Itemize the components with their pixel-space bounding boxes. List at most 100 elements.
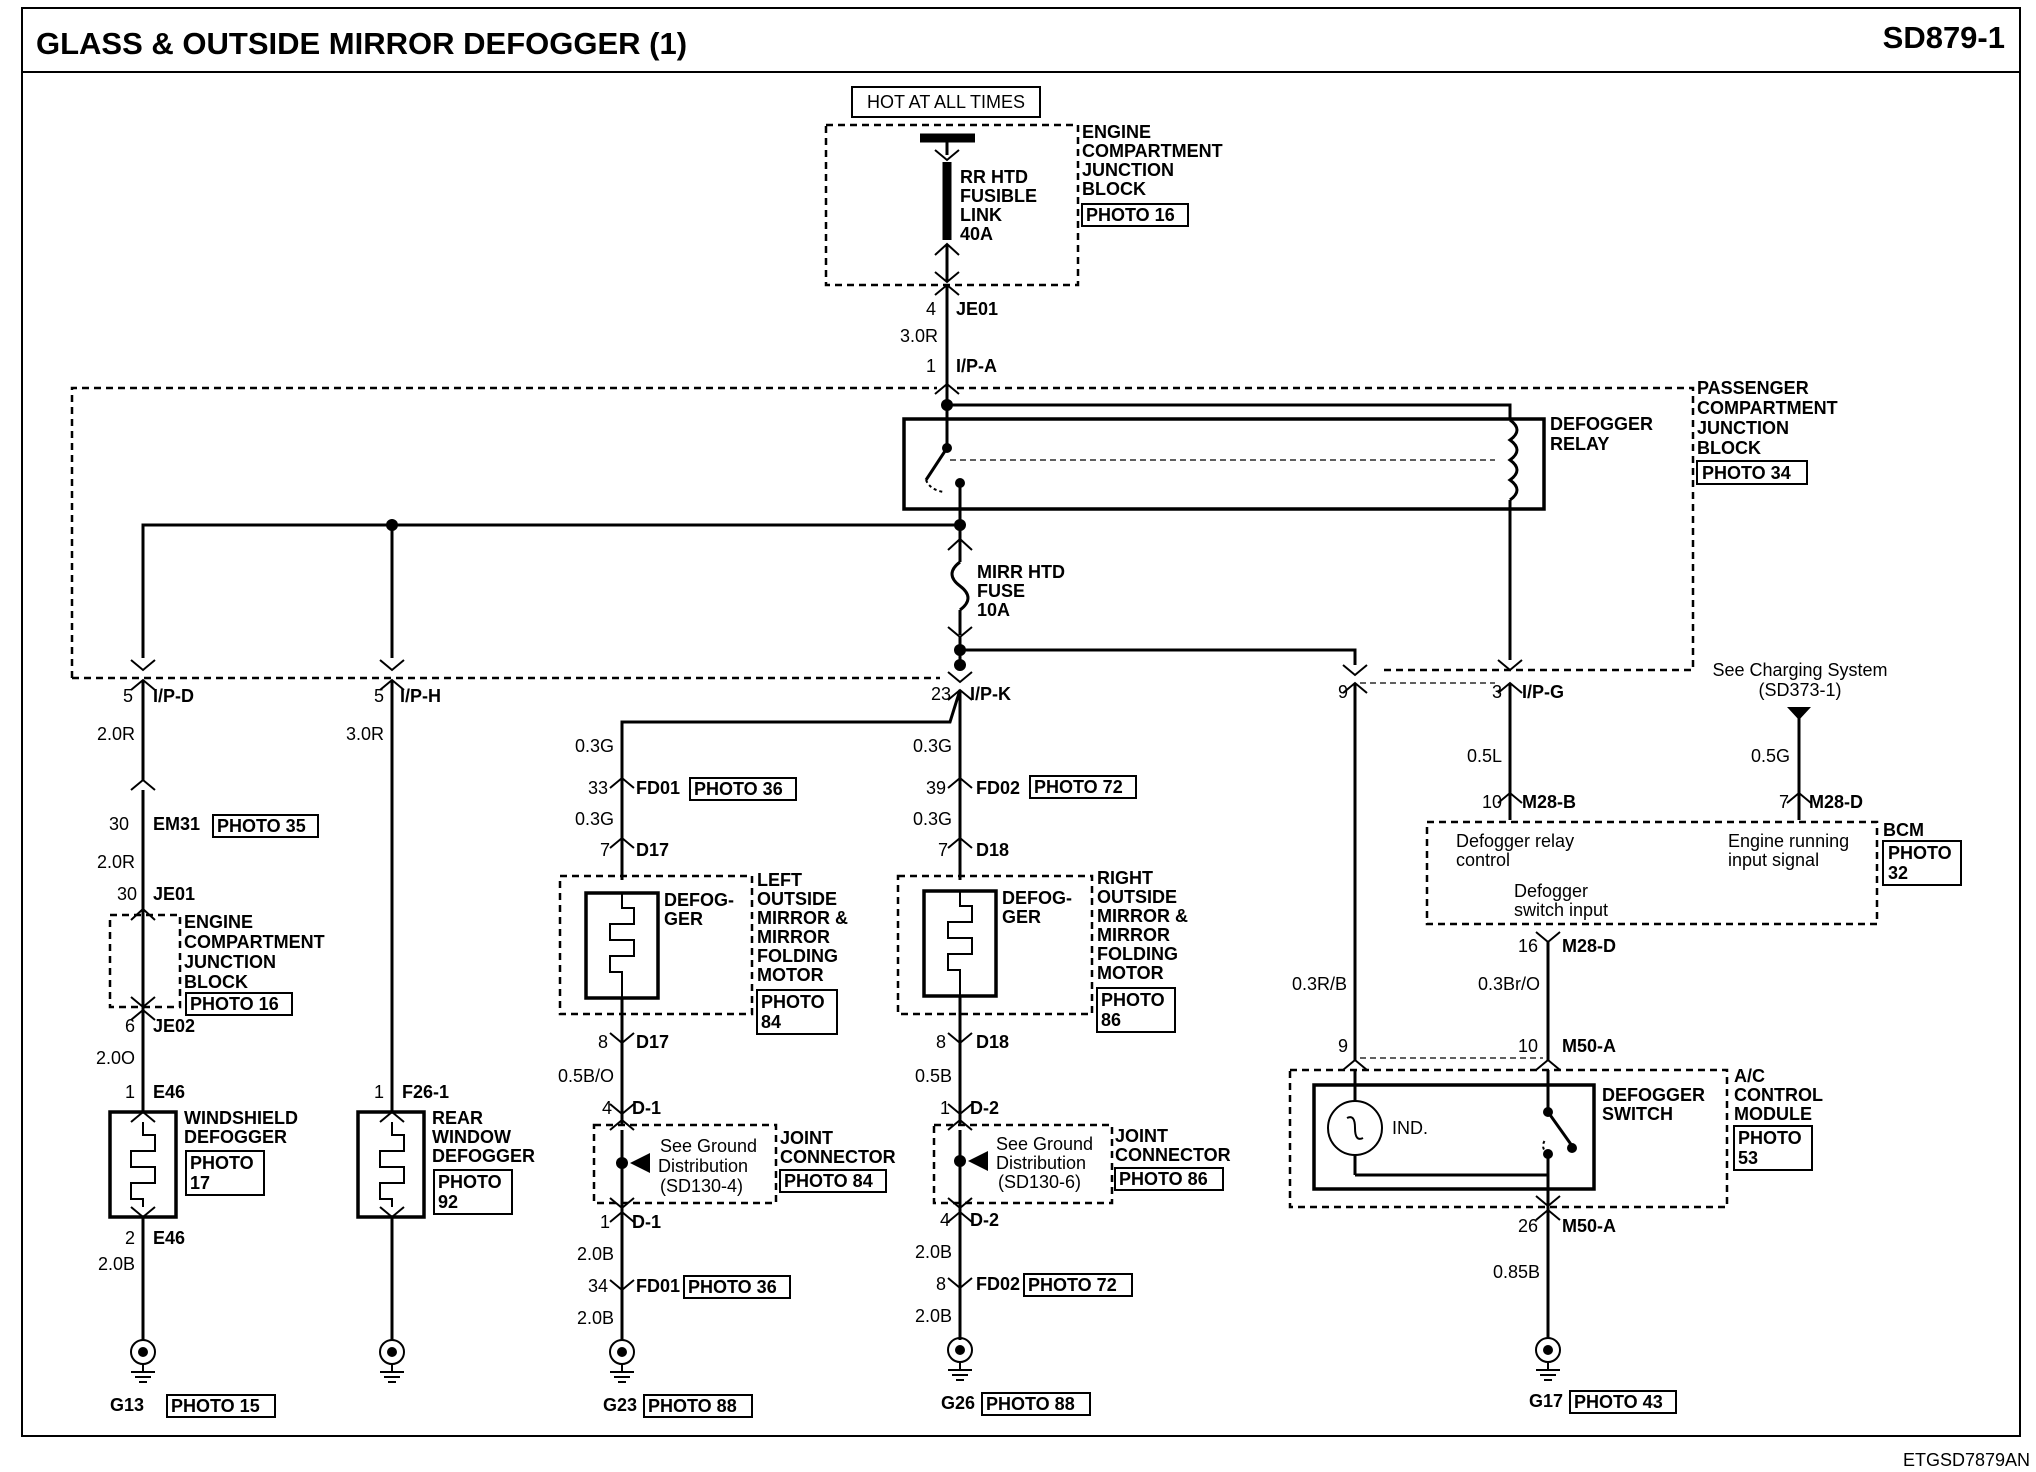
svg-text:COMPARTMENT: COMPARTMENT: [184, 932, 325, 952]
svg-text:Engine running: Engine running: [1728, 831, 1849, 851]
svg-text:5: 5: [374, 686, 384, 706]
svg-text:0.5B: 0.5B: [915, 1066, 952, 1086]
svg-text:4: 4: [926, 299, 936, 319]
svg-text:1: 1: [374, 1082, 384, 1102]
svg-text:PHOTO: PHOTO: [1738, 1128, 1802, 1148]
svg-text:MODULE: MODULE: [1734, 1104, 1812, 1124]
svg-text:D-2: D-2: [970, 1210, 999, 1230]
rear-window-defogger-branch: 5 I/P-H 3.0R 1 F26-1 REAR WINDOW DEFOGGE…: [346, 659, 535, 1383]
svg-text:JUNCTION: JUNCTION: [184, 952, 276, 972]
svg-text:2.0B: 2.0B: [98, 1254, 135, 1274]
svg-text:2.0O: 2.0O: [96, 1048, 135, 1068]
mirr-htd-fuse: [950, 560, 970, 612]
svg-text:E46: E46: [153, 1082, 185, 1102]
svg-text:10: 10: [1482, 792, 1502, 812]
svg-text:FD01: FD01: [636, 1276, 680, 1296]
svg-text:PHOTO 88: PHOTO 88: [648, 1396, 737, 1416]
svg-text:53: 53: [1738, 1148, 1758, 1168]
svg-text:M28-D: M28-D: [1809, 792, 1863, 812]
svg-text:I/P-A: I/P-A: [956, 356, 997, 376]
svg-text:10: 10: [1518, 1036, 1538, 1056]
svg-text:DEFOG-: DEFOG-: [664, 890, 734, 910]
svg-text:BCM: BCM: [1883, 820, 1924, 840]
svg-text:3.0R: 3.0R: [900, 326, 938, 346]
left-joint-box: [592, 1123, 778, 1205]
svg-text:FOLDING: FOLDING: [1097, 944, 1178, 964]
svg-text:(SD130-4): (SD130-4): [660, 1176, 743, 1196]
svg-text:1: 1: [600, 1212, 610, 1232]
svg-text:MOTOR: MOTOR: [757, 965, 824, 985]
windshield-feed: [141, 523, 960, 658]
svg-text:PHOTO 43: PHOTO 43: [1574, 1392, 1663, 1412]
svg-text:Defogger: Defogger: [1514, 881, 1588, 901]
svg-text:REAR: REAR: [432, 1108, 483, 1128]
svg-text:4: 4: [602, 1098, 612, 1118]
svg-text:DEFOGGER: DEFOGGER: [184, 1127, 287, 1147]
svg-text:MIRROR &: MIRROR &: [1097, 906, 1188, 926]
svg-text:I/P-K: I/P-K: [970, 684, 1011, 704]
svg-text:32: 32: [1888, 863, 1908, 883]
svg-text:39: 39: [926, 778, 946, 798]
svg-text:RELAY: RELAY: [1550, 434, 1609, 454]
page-title: GLASS & OUTSIDE MIRROR DEFOGGER (1): [36, 26, 687, 61]
svg-text:JE01: JE01: [956, 299, 998, 319]
svg-text:D18: D18: [976, 840, 1009, 860]
svg-text:PHOTO 16: PHOTO 16: [190, 994, 279, 1014]
svg-text:COMPARTMENT: COMPARTMENT: [1082, 141, 1223, 161]
svg-text:M28-D: M28-D: [1562, 936, 1616, 956]
svg-text:84: 84: [761, 1012, 781, 1032]
svg-text:PHOTO 72: PHOTO 72: [1028, 1275, 1117, 1295]
diagram-code: SD879-1: [1883, 20, 2005, 55]
svg-text:PHOTO 86: PHOTO 86: [1119, 1169, 1208, 1189]
svg-text:BLOCK: BLOCK: [184, 972, 248, 992]
svg-text:26: 26: [1518, 1216, 1538, 1236]
svg-text:30: 30: [117, 884, 137, 904]
svg-text:DEFOGGER: DEFOGGER: [1550, 414, 1653, 434]
engine-junction-box-top: [824, 123, 1080, 287]
svg-text:0.3R/B: 0.3R/B: [1292, 974, 1347, 994]
svg-text:MIRR HTD: MIRR HTD: [977, 562, 1065, 582]
svg-text:MIRROR &: MIRROR &: [757, 908, 848, 928]
svg-text:Distribution: Distribution: [996, 1153, 1086, 1173]
svg-text:0.3G: 0.3G: [575, 736, 614, 756]
svg-text:input signal: input signal: [1728, 850, 1819, 870]
svg-text:PHOTO 15: PHOTO 15: [171, 1396, 260, 1416]
svg-text:PHOTO: PHOTO: [1101, 990, 1165, 1010]
svg-text:MIRROR: MIRROR: [757, 927, 830, 947]
svg-text:FOLDING: FOLDING: [757, 946, 838, 966]
svg-text:PHOTO: PHOTO: [190, 1153, 254, 1173]
svg-text:JE01: JE01: [153, 884, 195, 904]
svg-text:PHOTO 36: PHOTO 36: [688, 1277, 777, 1297]
svg-text:WINDOW: WINDOW: [432, 1127, 511, 1147]
svg-text:See Ground: See Ground: [996, 1134, 1093, 1154]
right-mirror-box: [896, 874, 1094, 1016]
relay-coil: [1507, 418, 1519, 502]
svg-text:PHOTO 34: PHOTO 34: [1702, 463, 1791, 483]
svg-text:2.0R: 2.0R: [97, 852, 135, 872]
svg-text:2.0B: 2.0B: [915, 1306, 952, 1326]
svg-text:ENGINE: ENGINE: [184, 912, 253, 932]
svg-text:JOINT: JOINT: [1115, 1126, 1168, 1146]
svg-text:PHOTO 84: PHOTO 84: [784, 1171, 873, 1191]
svg-text:See Charging System: See Charging System: [1712, 660, 1887, 680]
svg-text:ENGINE: ENGINE: [1082, 122, 1151, 142]
hot-at-all-times-label: HOT AT ALL TIMES: [867, 92, 1025, 112]
svg-text:DEFOGGER: DEFOGGER: [432, 1146, 535, 1166]
svg-text:M50-A: M50-A: [1562, 1216, 1616, 1236]
svg-text:1: 1: [940, 1098, 950, 1118]
svg-text:I/P-G: I/P-G: [1522, 682, 1564, 702]
svg-text:DEFOG-: DEFOG-: [1002, 888, 1072, 908]
svg-text:control: control: [1456, 850, 1510, 870]
svg-text:7: 7: [938, 840, 948, 860]
svg-text:0.3Br/O: 0.3Br/O: [1478, 974, 1540, 994]
svg-text:D-2: D-2: [970, 1098, 999, 1118]
svg-text:JUNCTION: JUNCTION: [1082, 160, 1174, 180]
svg-text:I/P-H: I/P-H: [400, 686, 441, 706]
svg-text:17: 17: [190, 1173, 210, 1193]
svg-text:F26-1: F26-1: [402, 1082, 449, 1102]
right-mirror-branch: 0.3G 39 FD02 PHOTO 72 0.3G 7 D18 DEFOG- …: [896, 736, 1231, 1416]
svg-text:D18: D18: [976, 1032, 1009, 1052]
windshield-heater-grid: [130, 1122, 156, 1207]
svg-text:23: 23: [931, 684, 951, 704]
page-frame: [21, 7, 2021, 1437]
